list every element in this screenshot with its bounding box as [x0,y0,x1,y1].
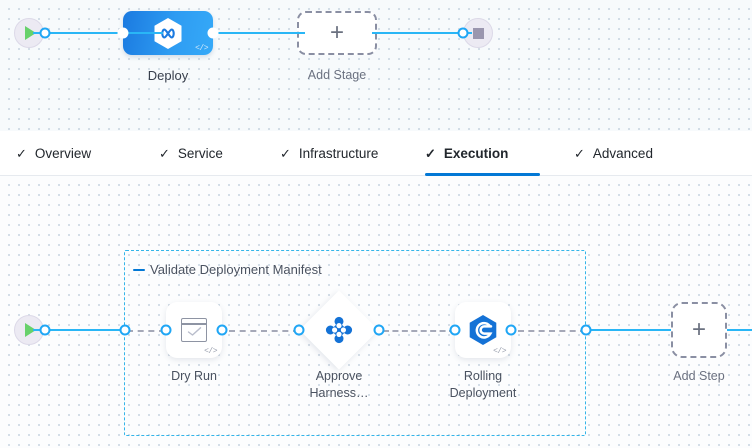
check-icon [187,327,202,336]
approval-icon [325,316,353,344]
approve-harness-label: Approve Harness… [279,368,399,402]
tab-service[interactable]: ✓ Service [159,131,223,176]
rolling-deployment-input-port[interactable] [450,325,461,336]
step-start-node[interactable] [14,315,44,345]
add-stage-button[interactable]: + [297,11,377,55]
tab-execution-label: Execution [444,146,509,161]
approve-step-tile[interactable] [299,290,378,369]
step-group-header[interactable]: Validate Deployment Manifest [133,262,322,277]
tab-infrastructure[interactable]: ✓ Infrastructure [280,131,378,176]
tab-service-label: Service [178,146,223,161]
add-step-button[interactable]: + [671,302,727,358]
dry-run-label: Dry Run [134,368,254,385]
check-icon: ✓ [159,147,170,160]
step-node-rolling-deployment[interactable]: </> Rolling Deployment [455,302,511,358]
tab-advanced[interactable]: ✓ Advanced [574,131,653,176]
step-connector-group-addstep [586,329,671,331]
group-input-port[interactable] [120,325,131,336]
stage-start-node[interactable] [14,18,44,48]
plus-icon: + [330,21,344,45]
step-node-dry-run[interactable]: </> Dry Run [166,302,222,358]
approve-output-port[interactable] [374,325,385,336]
tab-overview[interactable]: ✓ Overview [16,131,91,176]
minus-icon[interactable] [133,269,145,271]
group-output-port[interactable] [581,325,592,336]
stage-config-tabs: ✓ Overview ✓ Service ✓ Infrastructure ✓ … [0,131,752,176]
add-step-node[interactable]: + Add Step [671,302,727,358]
execution-steps-canvas[interactable]: Validate Deployment Manifest [0,176,752,448]
deploy-input-port[interactable] [118,28,129,39]
stage-connector-deploy-addstage [210,32,305,34]
step-connector-addstep-next [727,329,752,331]
rolling-deployment-step-tile[interactable]: </> [455,302,511,358]
deploy-output-port[interactable] [208,28,219,39]
check-icon: ✓ [574,147,585,160]
step-start-output-port[interactable] [40,325,51,336]
deploy-code-badge[interactable]: </> [195,44,208,53]
add-stage-label: Add Stage [282,67,392,84]
plus-icon: + [692,318,706,342]
step-connector-group-dryrun [127,330,165,332]
tab-execution[interactable]: ✓ Execution [425,131,540,176]
approve-input-port[interactable] [294,325,305,336]
stage-end-node[interactable] [463,18,493,48]
stage-connector-start-deploy [33,32,163,34]
step-connector-approve-rolling [383,330,455,332]
deploy-stage-label: Deploy [113,67,223,84]
rolling-deployment-output-port[interactable] [506,325,517,336]
add-stage-node[interactable]: + Add Stage [297,11,377,55]
step-group-title-label: Validate Deployment Manifest [150,262,322,277]
tab-overview-label: Overview [35,146,91,161]
step-connector-rolling-groupend [518,330,586,332]
rolling-deployment-label: Rolling Deployment [423,368,543,402]
step-connector-dryrun-approve [229,330,299,332]
dry-run-step-tile[interactable]: </> [166,302,222,358]
rolling-deployment-code-badge[interactable]: </> [493,347,506,356]
rolling-deployment-icon [468,314,498,346]
dry-run-code-badge[interactable]: </> [204,347,217,356]
check-icon: ✓ [425,147,436,160]
dry-run-input-port[interactable] [161,325,172,336]
start-output-port[interactable] [40,28,51,39]
end-input-port[interactable] [458,28,469,39]
add-step-label: Add Step [639,368,752,385]
check-icon: ✓ [280,147,291,160]
stage-canvas[interactable]: </> Deploy + Add Stage [0,0,752,131]
tab-infrastructure-label: Infrastructure [299,146,379,161]
dry-run-output-port[interactable] [217,325,228,336]
dry-run-icon [181,318,207,342]
check-icon: ✓ [16,147,27,160]
step-node-approve-harness[interactable]: Approve Harness… [311,302,367,358]
tab-advanced-label: Advanced [593,146,653,161]
